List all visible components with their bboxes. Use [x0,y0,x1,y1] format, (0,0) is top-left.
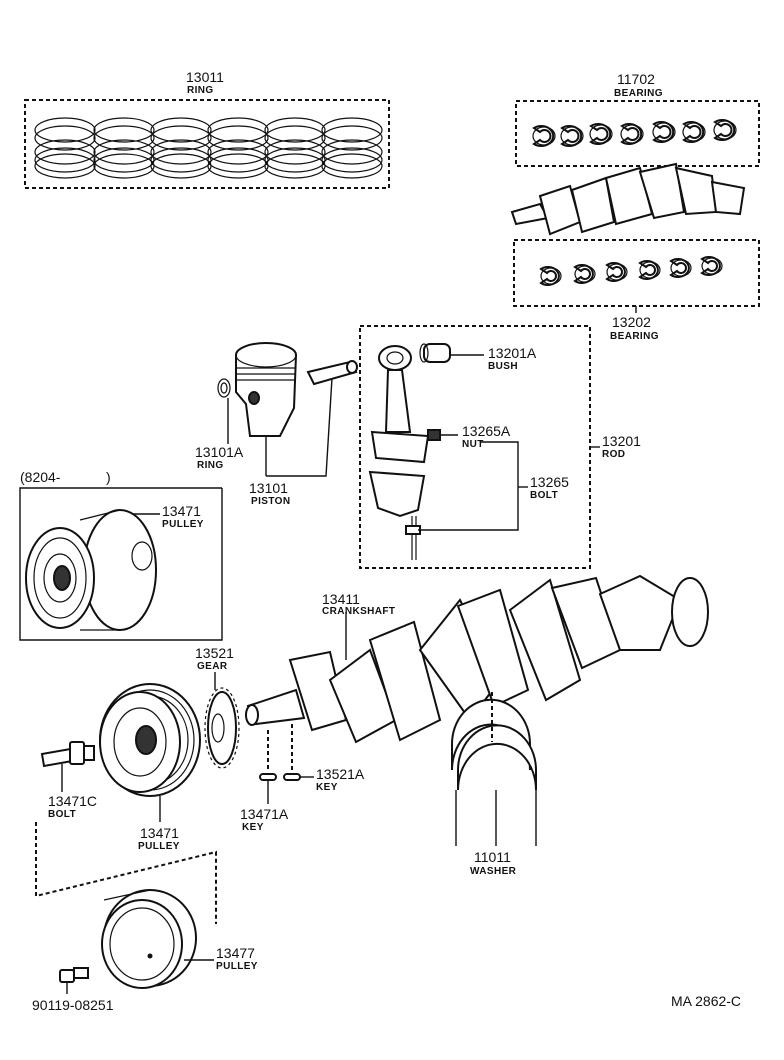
rod-part-name: ROD [602,449,625,460]
rod-bearing-illustration [539,256,723,286]
crankshaft-group: 13411 CRANKSHAFT [245,574,709,744]
pulley-main-group: 13471 PULLEY [99,683,201,852]
gear-key-illustration [283,773,301,781]
gear-part-name: GEAR [197,661,228,672]
crankshaft-small-illustration [510,162,746,236]
rod-bearing-part-number: 13202 [612,314,651,330]
rod-bearing-part-name: BEARING [610,331,659,342]
pulley-small-group: 13477 PULLEY [101,889,258,989]
main-bearing-box [515,100,760,167]
rod-bolt-part-name: BOLT [530,490,558,501]
pulley-alt-group: (8204- ) 13471 PULLEY [19,469,223,641]
piston-part-number: 13101 [249,480,288,496]
piston-illustration [235,342,297,437]
keys-group: 13521A KEY 13471A KEY [240,724,365,833]
nut-part-number: 13265A [462,423,511,439]
piston-pin-illustration [306,360,358,386]
serial-range-close: ) [106,469,111,485]
pulley-bolt-illustration [40,741,95,768]
small-bolt-part-number: 90119-08251 [32,997,114,1013]
small-bolt-illustration [59,967,89,983]
gear-key-part-name: KEY [316,782,338,793]
rod-bearing-group: 13202 BEARING [513,239,760,342]
washer-part-name: WASHER [470,866,517,877]
pulley-main-part-name: PULLEY [138,841,180,852]
pulley-main-part-number: 13471 [140,825,179,841]
nut-part-name: NUT [462,439,484,450]
pulley-bolt-group: 13471C BOLT [35,741,217,924]
gear-part-number: 13521 [195,645,234,661]
pulley-alt-illustration [25,509,157,631]
ring-set-illustration [34,117,383,179]
rod-bearing-box [513,239,760,307]
bush-illustration [419,343,451,363]
diagram-code: MA 2862-C [671,993,741,1009]
piston-part-name: PISTON [251,496,290,507]
rod-bolt-part-number: 13265 [530,474,569,490]
snap-ring-part-name: RING [197,460,224,471]
serial-range-open: (8204- [20,469,61,485]
crankshaft-illustration [245,574,709,744]
washer-group: 11011 WASHER [451,692,537,877]
main-bearing-upper-group: 11702 BEARING [515,71,760,167]
snap-ring-part-number: 13101A [195,444,244,460]
piston-ring-set-group: 13011 RING [24,69,390,189]
pulley-main-illustration [99,683,201,797]
bush-part-number: 13201A [488,345,537,361]
pulley-key-part-number: 13471A [240,806,289,822]
crankshaft-part-name: CRANKSHAFT [322,606,395,617]
snap-ring-illustration [217,378,231,398]
washer-part-number: 11011 [474,849,511,865]
pulley-bolt-part-name: BOLT [48,809,76,820]
connecting-rod-group: 13201A BUSH 13265A NUT 13265 BOLT 13201 … [359,325,641,569]
ring-set-part-number: 13011 [186,69,224,85]
ring-set-box [24,99,390,189]
pulley-key-illustration [259,773,277,781]
pulley-alt-part-name: PULLEY [162,519,204,530]
ring-set-part-name: RING [187,85,214,96]
washer-illustration [451,698,537,791]
main-bearing-part-number: 11702 [617,71,655,87]
timing-gear-illustration [204,687,240,769]
small-bolt-group: 90119-08251 [32,967,114,1013]
pulley-alt-part-number: 13471 [162,503,201,519]
nut-illustration [427,429,441,441]
main-bearing-part-name: BEARING [614,88,663,99]
rod-part-number: 13201 [602,433,641,449]
main-bearing-illustration [532,119,737,147]
pulley-small-part-name: PULLEY [216,961,258,972]
crankshaft-part-number: 13411 [322,591,360,607]
pulley-bolt-part-number: 13471C [48,793,97,809]
piston-group: 13101A RING 13101 PISTON [195,342,358,507]
gear-group: 13521 GEAR [195,645,240,769]
pulley-key-part-name: KEY [242,822,264,833]
pulley-small-illustration [101,889,197,989]
gear-key-part-number: 13521A [316,766,365,782]
bush-part-name: BUSH [488,361,518,372]
connecting-rod-illustration [368,345,430,560]
pulley-small-part-number: 13477 [216,945,255,961]
